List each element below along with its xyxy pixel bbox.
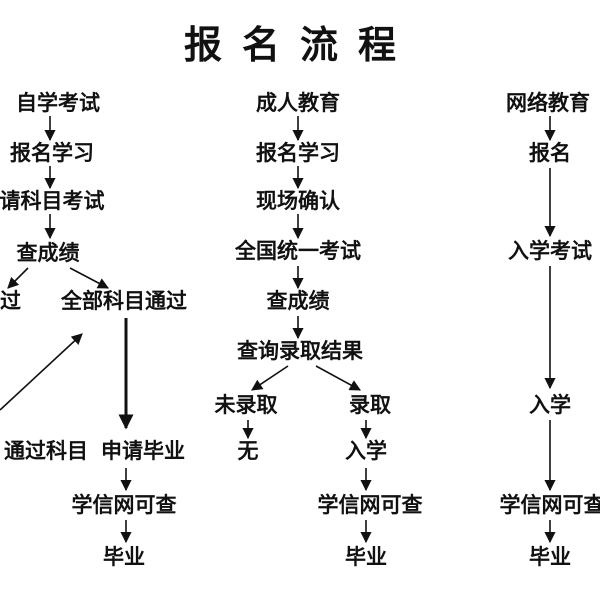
node-register-study: 报名学习 (10, 141, 94, 165)
node-apply-graduation: 申请毕业 (101, 439, 185, 463)
node-adult-education: 成人教育 (256, 91, 340, 115)
column-self-study: 自学考试 报名学习 请科目考试 查成绩 过 全部科目通过 通过科目 申请毕业 学… (0, 91, 187, 569)
node-register-study: 报名学习 (256, 141, 340, 165)
column-adult-education: 成人教育 报名学习 现场确认 全国统一考试 查成绩 查询录取结果 未录取 录取 … (215, 91, 423, 569)
arrow (251, 365, 289, 391)
node-entrance-exam: 入学考试 (508, 239, 592, 263)
node-chsi-verifiable: 学信网可查 (72, 493, 177, 517)
node-online-education: 网络教育 (506, 91, 590, 115)
arrow (69, 267, 109, 289)
column-online-education: 网络教育 报名 入学考试 入学 学信网可查 毕业 (500, 91, 600, 569)
node-passed-subjects: 通过科目 (4, 439, 88, 463)
node-self-study-exam: 自学考试 (16, 91, 100, 115)
node-register: 报名 (529, 141, 571, 165)
node-chsi-verifiable: 学信网可查 (500, 493, 600, 517)
node-graduate: 毕业 (345, 545, 387, 569)
node-not-admitted: 未录取 (215, 393, 278, 417)
node-check-score: 查成绩 (17, 241, 80, 265)
node-graduate: 毕业 (529, 545, 571, 569)
node-none: 无 (238, 439, 259, 463)
arrow (315, 365, 361, 391)
node-subject-exam: 请科目考试 (0, 189, 105, 213)
node-check-score: 查成绩 (267, 289, 330, 313)
node-partial-pass: 过 (0, 289, 21, 313)
node-graduate: 毕业 (103, 545, 145, 569)
node-admitted: 录取 (349, 393, 391, 417)
node-chsi-verifiable: 学信网可查 (318, 493, 423, 517)
node-national-exam: 全国统一考试 (234, 239, 361, 263)
node-all-passed: 全部科目通过 (60, 289, 187, 313)
node-onsite-confirm: 现场确认 (256, 189, 340, 213)
arrow (7, 267, 29, 289)
page-title: 报名流程 (183, 22, 416, 67)
node-enroll: 入学 (345, 439, 387, 463)
arrow (0, 333, 83, 411)
node-enroll: 入学 (529, 393, 571, 417)
node-check-admission: 查询录取结果 (237, 339, 363, 363)
